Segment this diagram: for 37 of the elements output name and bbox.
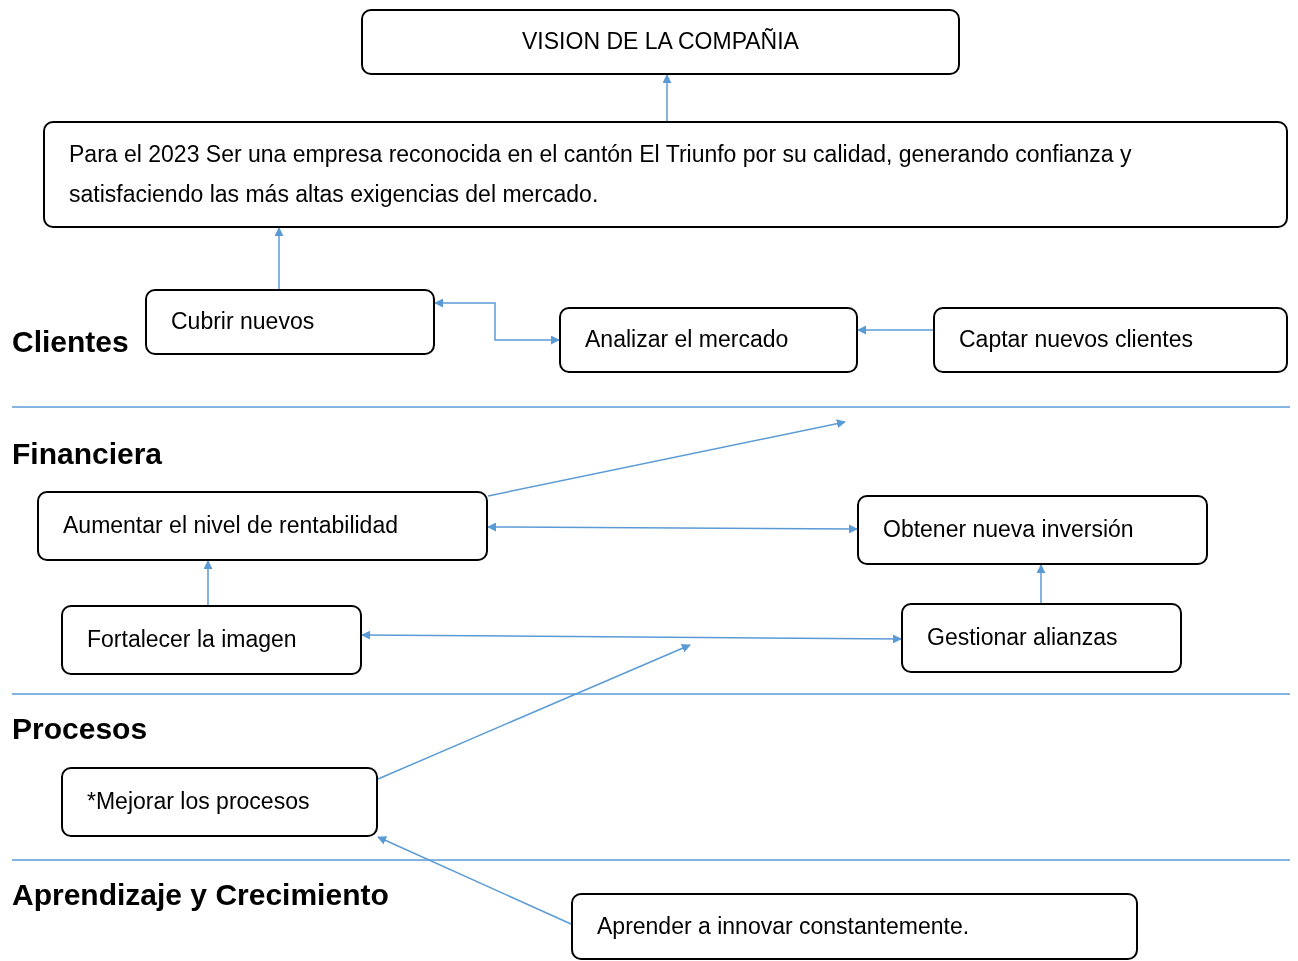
process-box <box>933 307 1288 373</box>
lane-label: Clientes <box>12 325 129 359</box>
box-text: VISION DE LA COMPAÑIA <box>522 27 799 57</box>
box-text: *Mejorar los procesos <box>87 787 310 817</box>
arrow <box>662 74 672 122</box>
process-box <box>571 893 1138 960</box>
arrow <box>857 325 934 335</box>
arrow <box>487 419 846 497</box>
box-text: Para el 2023 Ser una empresa reconocida en el cantón El Triunfo por su calidad, generando confianza y satisfaciendo las más altas exigencias del mercado. <box>69 140 1133 209</box>
lane-label: Procesos <box>12 712 148 746</box>
lane-label: Aprendizaje y Crecimiento <box>12 878 389 912</box>
arrow <box>203 560 213 606</box>
box-text: Obtener nueva inversión <box>883 515 1134 545</box>
arrow <box>361 630 902 644</box>
process-box <box>43 121 1288 228</box>
arrow <box>274 227 284 290</box>
arrow <box>377 644 691 780</box>
box-text: Aumentar el nivel de rentabilidad <box>63 511 398 541</box>
box-text: Gestionar alianzas <box>927 623 1118 653</box>
arrow <box>377 836 572 925</box>
box-text: Fortalecer la imagen <box>87 625 297 655</box>
arrow <box>1036 564 1046 604</box>
box-text: Aprender a innovar constantemente. <box>597 911 970 941</box>
process-box <box>901 603 1182 673</box>
process-box <box>61 767 378 837</box>
process-box <box>145 289 435 355</box>
process-box <box>61 605 362 675</box>
process-box <box>37 491 488 561</box>
process-box <box>559 307 858 373</box>
arrow <box>434 298 560 345</box>
box-text: Analizar el mercado <box>585 325 789 355</box>
box-text: Cubrir nuevos <box>171 307 315 337</box>
box-text: Captar nuevos clientes <box>959 325 1193 355</box>
process-box <box>857 495 1208 565</box>
lane-label: Financiera <box>12 437 163 471</box>
arrow <box>487 522 858 534</box>
process-box <box>361 9 960 75</box>
